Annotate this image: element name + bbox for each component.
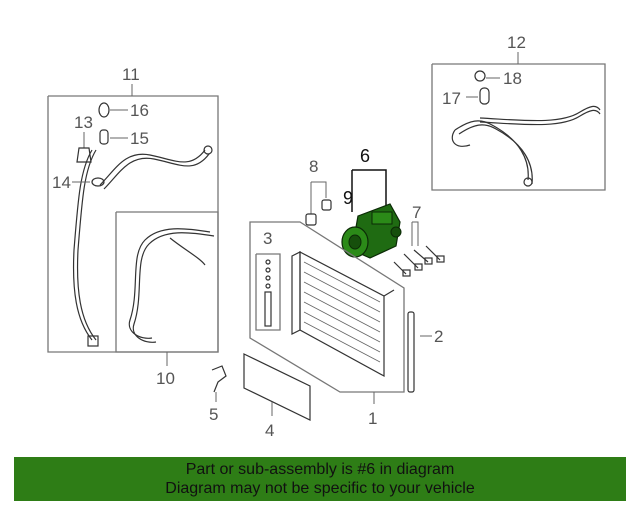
callout-7: 7 — [412, 203, 421, 222]
callout-2: 2 — [434, 327, 443, 346]
callout-15: 15 — [130, 129, 149, 148]
callout-3: 3 — [263, 229, 272, 248]
bracket-5 — [211, 365, 227, 402]
callout-5: 5 — [209, 405, 218, 424]
callout-14: 14 — [52, 173, 71, 192]
liquid-line-group-12 — [431, 63, 606, 191]
clip-8 — [305, 181, 332, 226]
o-ring-14 — [72, 177, 105, 187]
fitting-17 — [466, 87, 490, 105]
callout-18: 18 — [503, 69, 522, 88]
callout-1: 1 — [368, 409, 377, 428]
notice-line-2: Diagram may not be specific to your vehi… — [165, 480, 475, 497]
callout-12: 12 — [507, 33, 526, 52]
callout-17: 17 — [442, 89, 461, 108]
fitting-16 — [98, 102, 128, 118]
bolts-7 — [393, 221, 445, 277]
receiver-drier-3 — [255, 253, 281, 331]
hose-group-10 — [115, 211, 219, 353]
callout-10: 10 — [156, 369, 175, 388]
pressure-switch-13 — [76, 132, 92, 163]
callout-6: 6 — [360, 146, 370, 166]
fitting-18 — [474, 70, 500, 82]
callout-11: 11 — [122, 65, 140, 84]
compressor-6 — [341, 169, 402, 259]
callout-8: 8 — [309, 157, 318, 176]
callout-16: 16 — [130, 101, 149, 120]
notice-line-1: Part or sub-assembly is #6 in diagram — [185, 461, 455, 478]
fitting-15 — [99, 129, 128, 145]
panel-4 — [243, 353, 311, 421]
seal-2 — [407, 311, 432, 393]
callout-9: 9 — [343, 188, 353, 208]
assembly-notice-banner: Part or sub-assembly is #6 in diagram Di… — [14, 457, 626, 501]
callout-13: 13 — [74, 113, 93, 132]
condenser-1 — [249, 221, 405, 393]
callout-4: 4 — [265, 421, 274, 440]
